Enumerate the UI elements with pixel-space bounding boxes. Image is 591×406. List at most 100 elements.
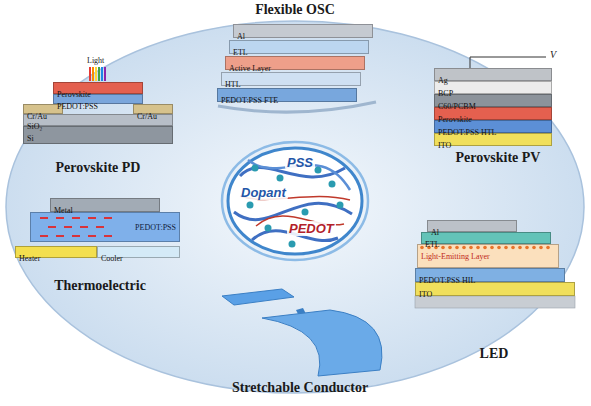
dopant-blobs <box>302 209 309 216</box>
layer-label: ETL <box>230 46 251 59</box>
layer-label: BCP <box>435 88 456 100</box>
background-ellipse <box>6 21 584 393</box>
led-glass-substrate <box>415 296 575 308</box>
layer-slab: BCP <box>434 81 552 94</box>
emitter-dots <box>546 246 550 250</box>
polymer-chains <box>252 231 338 241</box>
annotation-label: V <box>550 49 556 61</box>
device-panel: PerovskitePEDOT:PSSCr/AuCr/AuSiO₂SiPerov… <box>8 58 188 180</box>
layer-label: PEDOT:PSS HTL <box>435 127 500 139</box>
thermoelectric-carriers <box>40 218 112 236</box>
polymer-chains <box>248 160 350 190</box>
stretchable-sheet <box>222 289 382 376</box>
thermoelectric-carriers <box>72 217 80 219</box>
light-beam <box>98 67 100 81</box>
layer-slab: Active Layer <box>225 56 365 70</box>
layer-label: Active Layer <box>226 62 274 75</box>
layer-label: Ag <box>435 75 451 87</box>
layer-label: PEDOT:PSS <box>54 102 101 111</box>
emitter-dots <box>504 246 508 250</box>
emitter-dots <box>525 246 529 250</box>
layer-label: Perovskite <box>435 114 475 126</box>
dopant-blobs <box>315 167 322 174</box>
panel-title: LED <box>405 346 583 362</box>
thermoelectric-carriers <box>56 235 64 237</box>
molecule-label: Dopant <box>239 185 288 200</box>
layer-slab: Si <box>23 126 173 144</box>
layer-label: ETL <box>422 239 443 250</box>
emitter-dots <box>427 246 431 250</box>
thermoelectric-carriers <box>104 217 112 219</box>
emitter-dots <box>434 246 438 250</box>
dopant-blobs <box>247 202 254 209</box>
device-panel: AgBCPC60/PCBMPerovskitePEDOT:PSS HTLITOP… <box>412 50 584 170</box>
pedot-pss-hub: PSSDopantPEDOT <box>225 145 365 257</box>
layer-label: Light-Emitting Layer <box>418 245 493 268</box>
layer-slab: HTL <box>221 72 361 86</box>
polymer-chains <box>234 160 352 241</box>
dopant-blobs <box>252 165 259 172</box>
layer-label: ITO <box>435 140 454 152</box>
layer-slab: PEDOT:PSS FTE <box>217 88 357 102</box>
dopant-blobs <box>329 181 336 188</box>
emitter-dots <box>518 246 522 250</box>
layer-label: PEDOT:PSS <box>132 213 179 242</box>
layer-slab: PEDOT:PSS HIL <box>415 268 565 282</box>
layer-slab: Cr/Au <box>133 104 173 114</box>
voltage-wire <box>470 57 546 68</box>
stretchable-sheet <box>262 310 382 376</box>
thermoelectric-carriers <box>88 217 96 219</box>
thermoelectric-carriers <box>56 217 64 219</box>
thermoelectric-carriers <box>104 235 112 237</box>
thermoelectric-carriers <box>72 235 80 237</box>
stretchable-sheet <box>296 308 306 316</box>
emitter-dots <box>420 246 550 250</box>
emitter-dots <box>455 246 459 250</box>
panel-title: Perovskite PD <box>8 160 188 176</box>
light-beam <box>89 67 91 81</box>
emitter-dots <box>420 246 424 250</box>
light-beam <box>90 67 105 81</box>
emitter-dots <box>511 246 515 250</box>
layer-label: PEDOT:PSS HIL <box>416 274 478 287</box>
dopant-blobs <box>337 202 344 209</box>
layer-label: Perovskite <box>54 89 94 100</box>
hub-outer-ring <box>222 142 368 260</box>
background-ellipse <box>6 21 584 393</box>
panel-title: Thermoelectric <box>10 278 190 294</box>
hub-outer-ring <box>222 142 368 260</box>
emitter-dots <box>462 246 466 250</box>
layer-label: Al <box>428 227 442 238</box>
emitter-dots <box>476 246 480 250</box>
light-beam <box>92 67 94 81</box>
voltage-wire <box>470 57 546 68</box>
device-panel: AlETLLight-Emitting LayerPEDOT:PSS HILIT… <box>405 218 583 368</box>
panel-title: Stretchable Conductor <box>205 380 395 396</box>
layer-label: Si <box>24 130 37 147</box>
light-beam <box>104 67 106 81</box>
layer-slab: Ag <box>434 68 552 81</box>
layer-label: PEDOT:PSS FTE <box>218 94 281 107</box>
layer-slab: Al <box>233 24 373 38</box>
layer-label: Metal <box>51 204 76 217</box>
layer-label: HTL <box>222 78 244 91</box>
layer-slab: Al <box>427 220 517 232</box>
emitter-dots <box>448 246 452 250</box>
dopant-blobs <box>289 241 296 248</box>
layer-label: Al <box>234 30 248 43</box>
layer-label: Cr/Au <box>24 112 50 121</box>
layer-slab: Perovskite <box>53 82 143 94</box>
light-beam <box>101 67 103 81</box>
stretchable-sheet <box>222 289 294 305</box>
device-panel: AlETLActive LayerHTLPEDOT:PSS FTEFlexibl… <box>195 0 395 112</box>
polymer-chains <box>234 203 352 219</box>
emitter-dots <box>497 246 501 250</box>
emitter-dots <box>490 246 494 250</box>
layer-label: C60/PCBM <box>435 101 479 113</box>
layer-label: Cooler <box>98 253 126 264</box>
polymer-chains <box>240 168 345 177</box>
emitter-dots <box>441 246 445 250</box>
thermoelectric-carriers <box>64 226 72 228</box>
layer-label: Cr/Au <box>134 112 160 121</box>
